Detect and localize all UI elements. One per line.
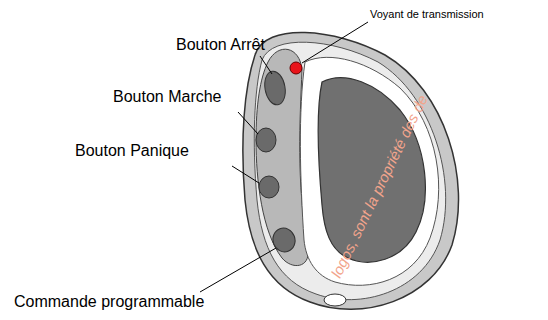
button-label: Bouton Marche xyxy=(113,88,222,106)
button-label: Bouton Panique xyxy=(75,142,189,160)
button-label: Bouton Arrêt xyxy=(176,36,265,54)
button-label: Commande programmable xyxy=(14,293,204,311)
led-label: Voyant de transmission xyxy=(370,8,484,20)
